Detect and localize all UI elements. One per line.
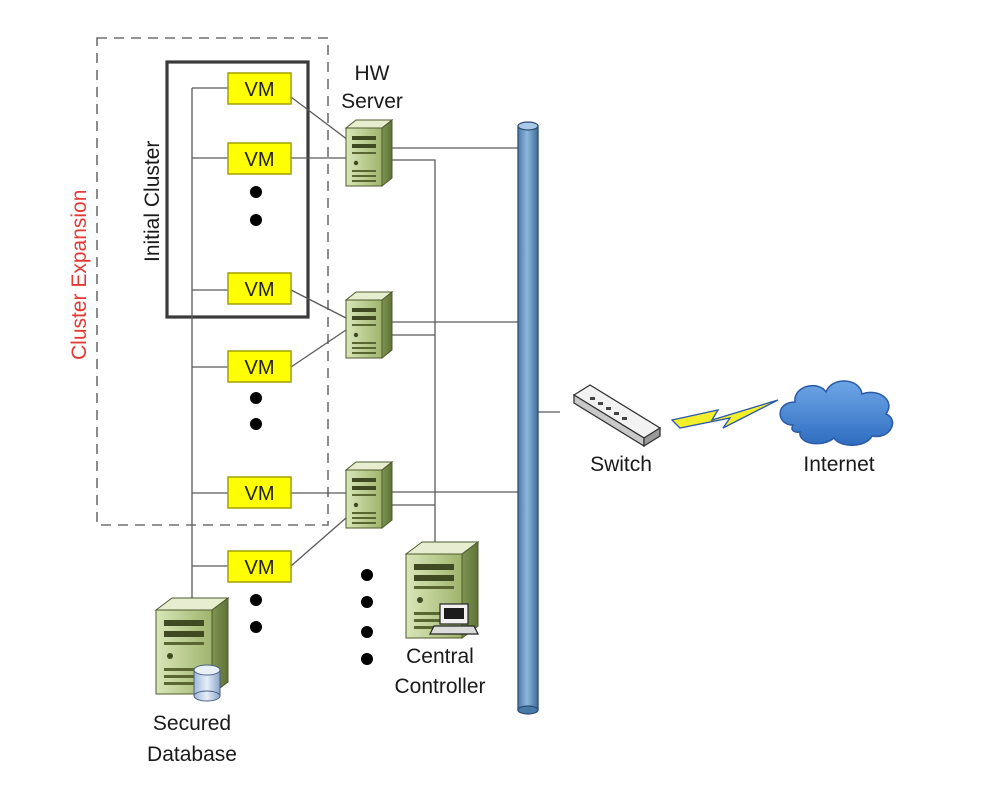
server-icon — [345, 461, 393, 529]
vm-label: VM — [245, 483, 275, 505]
database-icon — [155, 597, 229, 702]
vm-ellipsis-3 — [250, 594, 262, 633]
cluster-expansion-region — [96, 37, 329, 526]
controller-keyboard-icon — [429, 603, 479, 635]
vm-box-4: VM — [227, 350, 292, 383]
vm-box-2: VM — [227, 142, 292, 175]
vm-box-3: VM — [227, 272, 292, 305]
secured-database-label-line2: Database — [147, 743, 237, 766]
hw-server-label-line2: Server — [341, 90, 403, 113]
vm-label: VM — [245, 279, 275, 301]
server-icon — [345, 119, 393, 187]
internet-label: Internet — [803, 453, 874, 476]
controller-wire — [392, 159, 436, 545]
vm-label: VM — [245, 149, 275, 171]
server-ellipsis — [361, 569, 373, 665]
controller-server-icon — [405, 541, 479, 639]
hw-server-label-line1: HW — [355, 62, 390, 85]
switch-icon — [572, 384, 662, 448]
network-bus — [517, 121, 539, 715]
vm-ellipsis-2 — [250, 392, 262, 430]
secured-database-label-line1: Secured — [153, 712, 231, 735]
cluster-expansion-label: Cluster Expansion — [68, 190, 91, 360]
lightning-icon — [670, 399, 779, 429]
vm-box-1: VM — [227, 72, 292, 105]
vm-label: VM — [245, 357, 275, 379]
initial-cluster-label: Initial Cluster — [141, 141, 164, 262]
vm-server-link-4 — [290, 329, 347, 368]
vm-server-link-3 — [290, 289, 347, 319]
vm-server-link-6 — [290, 517, 347, 567]
cloud-icon — [779, 380, 894, 446]
vm-label: VM — [245, 557, 275, 579]
vm-box-5: VM — [227, 476, 292, 509]
central-controller-label-line2: Controller — [394, 675, 485, 698]
db-cylinder-icon — [193, 664, 221, 702]
vm-label: VM — [245, 79, 275, 101]
initial-cluster-region — [165, 60, 310, 319]
switch-label: Switch — [590, 453, 652, 476]
central-controller-label-line1: Central — [406, 645, 474, 668]
vm-server-link-1 — [290, 96, 349, 141]
server-icon — [345, 291, 393, 359]
vm-ellipsis-1 — [250, 186, 262, 226]
vm-box-6: VM — [227, 550, 292, 583]
